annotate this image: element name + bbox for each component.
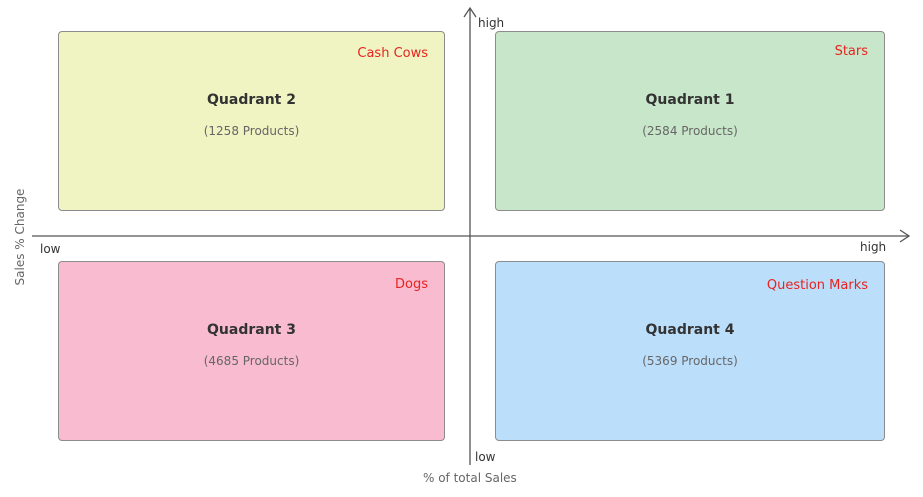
x-axis-high-label: high: [860, 240, 887, 254]
quadrant-2-count: (1258 Products): [203, 124, 300, 138]
quadrant-2-box: Cash Cows Quadrant 2 (1258 Products): [58, 31, 445, 211]
x-axis-low-label: low: [40, 242, 61, 256]
quadrant-4-title: Quadrant 4: [645, 322, 735, 338]
y-axis-title: Sales % Change: [13, 188, 27, 286]
quadrant-3-tag: Dogs: [395, 277, 428, 292]
quadrant-1-count: (2584 Products): [642, 124, 738, 138]
quadrant-1-tag: Stars: [834, 44, 868, 59]
quadrant-4-box: Question Marks Quadrant 4 (5369 Products…: [495, 261, 885, 441]
quadrant-3-box: Dogs Quadrant 3 (4685 Products): [58, 261, 445, 441]
y-axis-arrow: [463, 6, 477, 18]
quadrant-3-title: Quadrant 3: [207, 322, 296, 338]
quadrant-4-count: (5369 Products): [642, 354, 738, 368]
quadrant-4-tag: Question Marks: [766, 278, 868, 293]
x-axis-title: % of total Sales: [423, 471, 517, 485]
y-axis-high-label: high: [478, 16, 505, 30]
quadrant-3-count: (4685 Products): [203, 354, 300, 368]
y-axis-low-label: low: [475, 450, 496, 464]
quadrant-1-title: Quadrant 1: [645, 92, 735, 108]
x-axis-arrow: [899, 229, 911, 243]
quadrant-2-tag: Cash Cows: [357, 46, 428, 61]
quadrant-1-box: Stars Quadrant 1 (2584 Products): [495, 31, 885, 211]
quadrant-2-title: Quadrant 2: [207, 92, 296, 108]
